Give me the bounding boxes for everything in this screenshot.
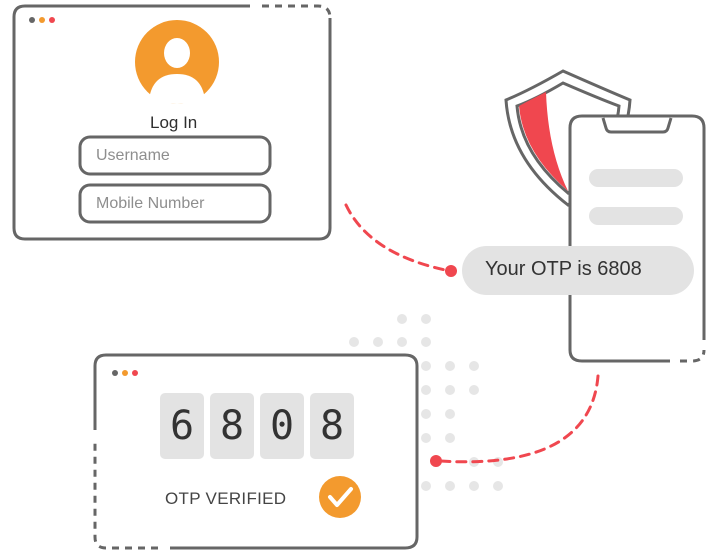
connector-phone-to-verify [438, 374, 600, 464]
placeholder-line [589, 169, 683, 187]
otp-digit: 8 [319, 403, 345, 449]
mobile-number-field[interactable] [78, 183, 272, 224]
window-dot-orange [39, 17, 45, 23]
otp-digit-box [310, 393, 354, 459]
connector-dot [430, 455, 442, 467]
mobile-number-placeholder: Mobile Number [96, 195, 205, 212]
window-dot-gray [112, 370, 118, 376]
otp-digit-box [210, 393, 254, 459]
window-dot-red [49, 17, 55, 23]
window-dot-gray [29, 17, 35, 23]
checkmark-icon [319, 476, 361, 518]
login-title: Log In [150, 113, 198, 132]
login-window [12, 4, 332, 241]
placeholder-line [589, 207, 683, 225]
otp-digit-box [260, 393, 304, 459]
otp-digit: 8 [219, 403, 245, 449]
connector-login-to-sms [344, 203, 452, 273]
username-placeholder: Username [96, 147, 170, 164]
otp-digit: 0 [269, 403, 295, 449]
otp-verified-label: OTP VERIFIED [165, 489, 287, 508]
phone-notch [601, 117, 673, 134]
connector-dot [445, 265, 457, 277]
avatar [135, 20, 219, 104]
otp-message-text: Your OTP is 6808 [485, 258, 642, 280]
username-field[interactable] [78, 135, 272, 176]
otp-digit: 6 [169, 403, 195, 449]
window-dot-red [132, 370, 138, 376]
otp-message-bubble [462, 246, 694, 295]
otp-digit-box [160, 393, 204, 459]
phone-device [568, 114, 706, 363]
verify-window [93, 353, 419, 550]
window-dot-orange [122, 370, 128, 376]
